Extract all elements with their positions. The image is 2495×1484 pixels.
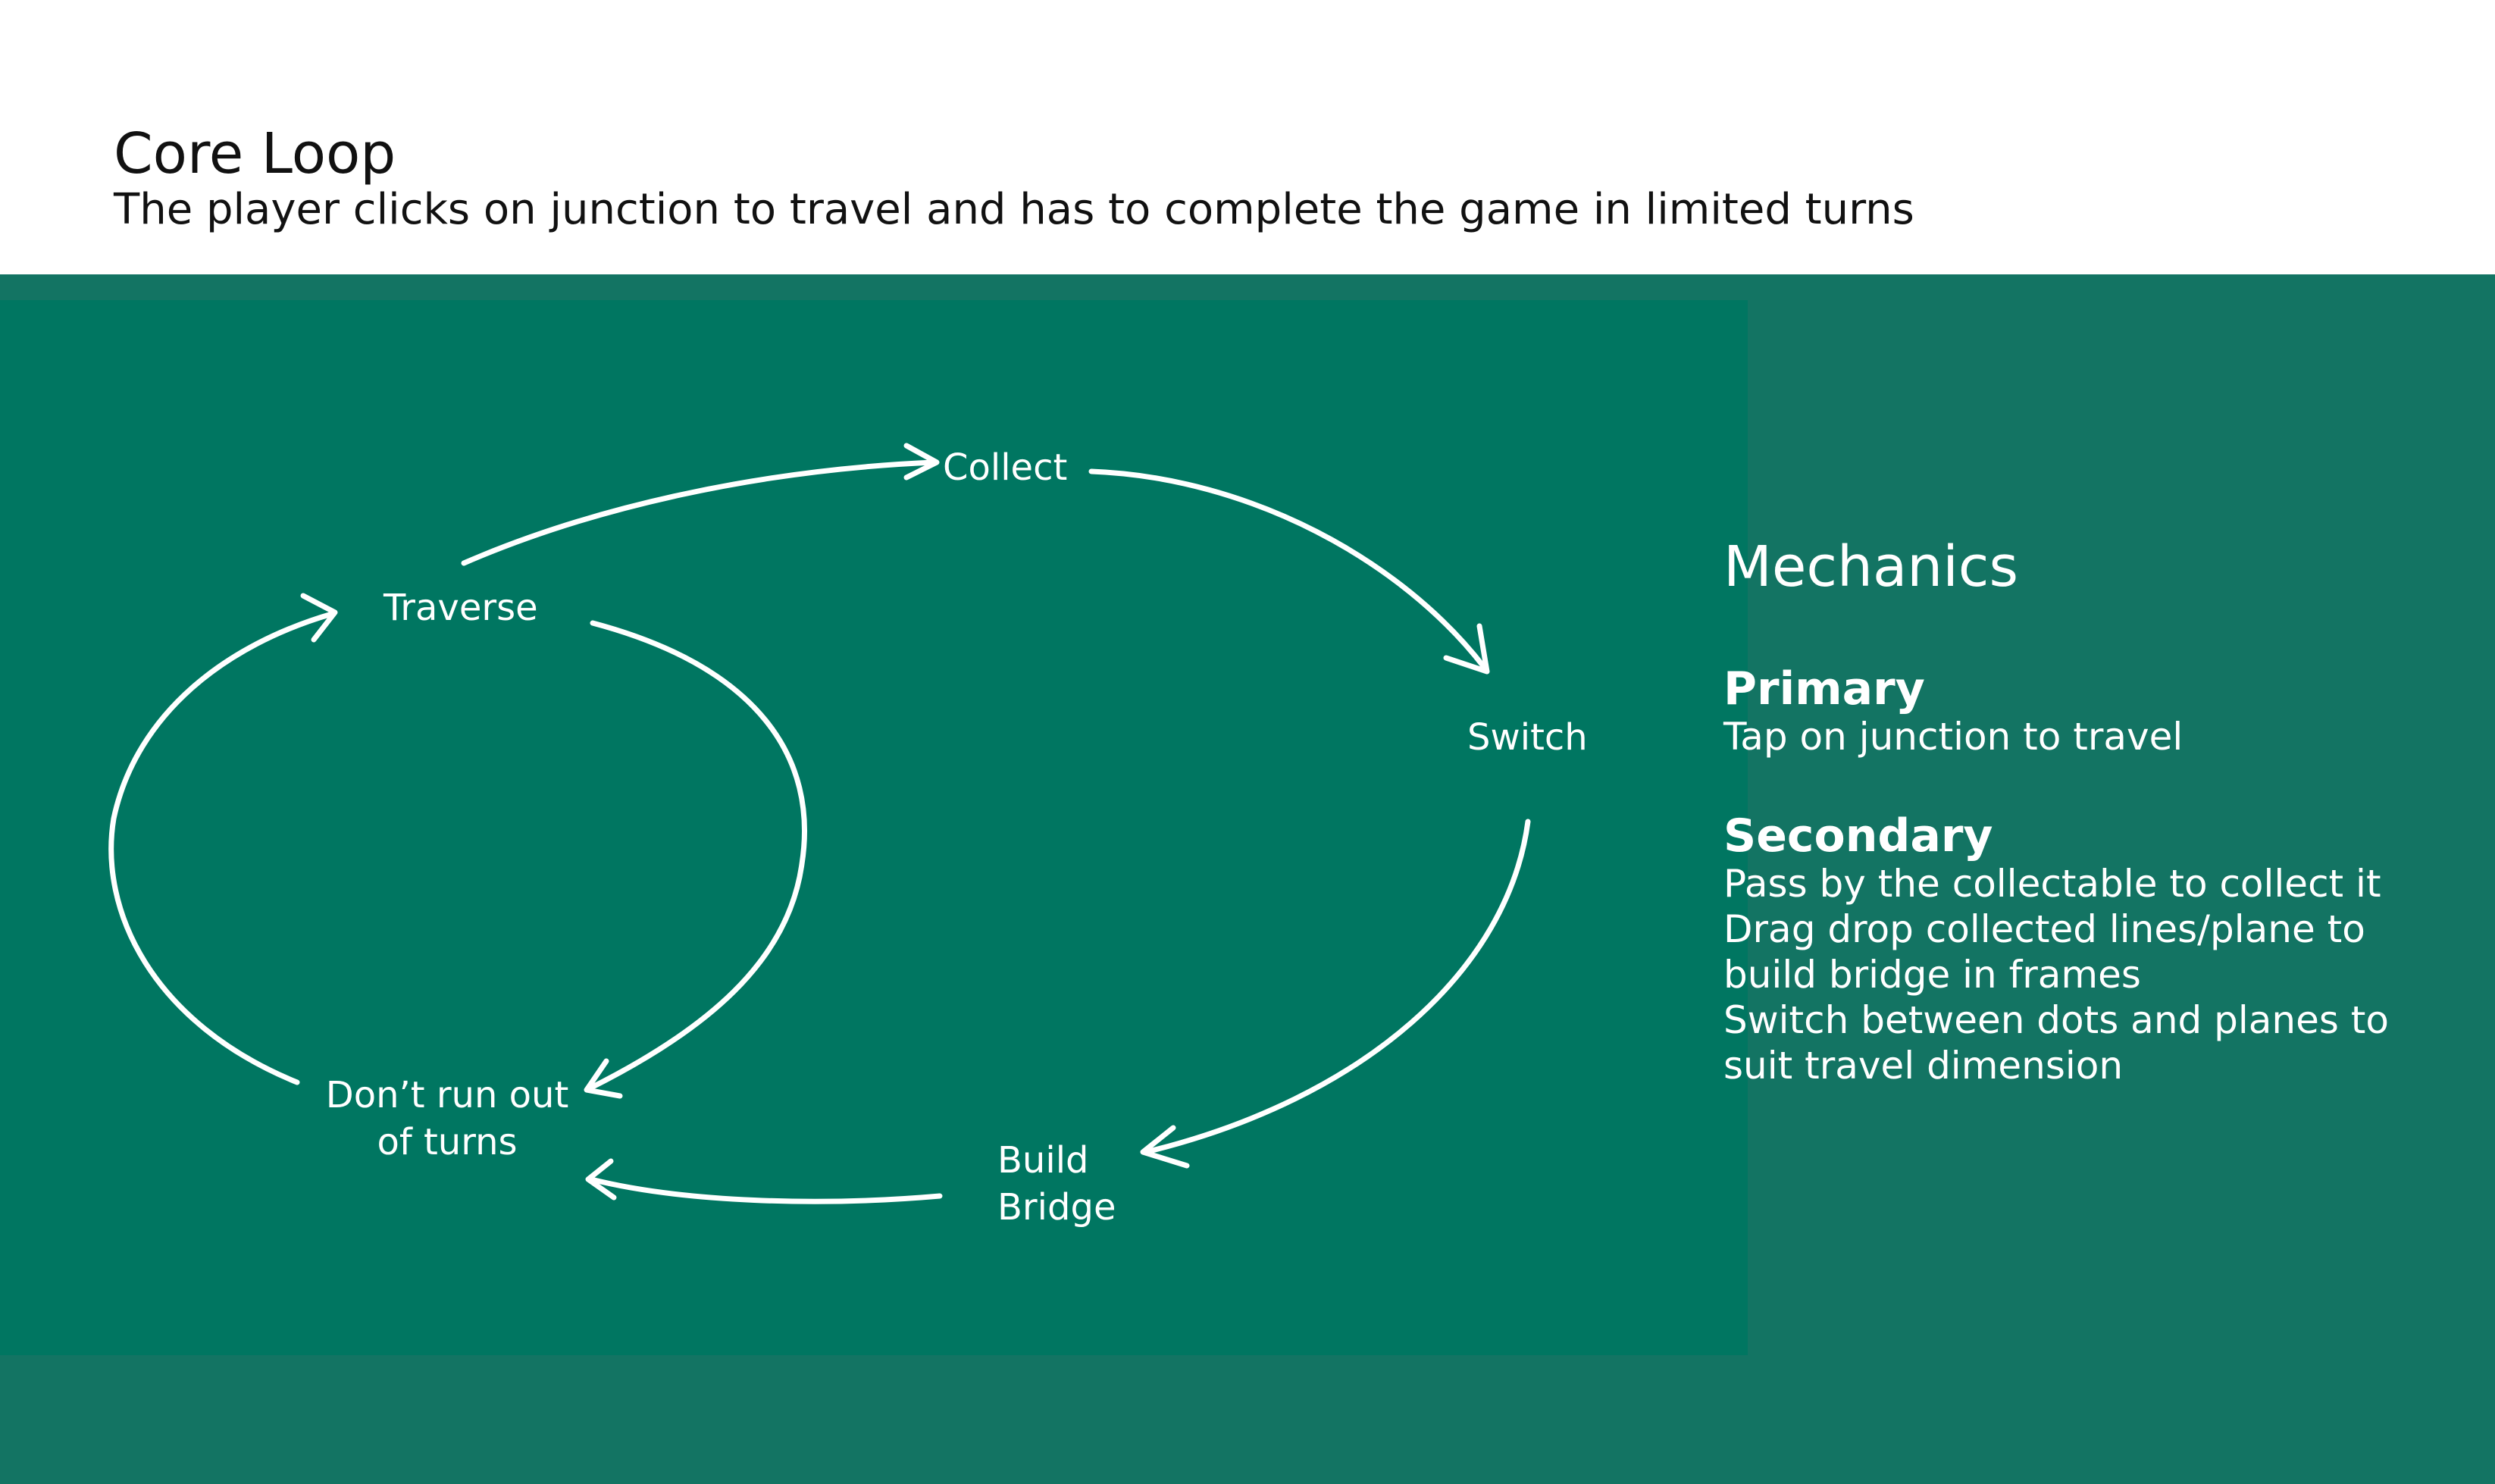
secondary-line: suit travel dimension	[1723, 1044, 2124, 1088]
primary-line: Tap on junction to travel	[1723, 715, 2184, 759]
arrow-collect-to-switch	[1088, 468, 1487, 670]
page-subtitle: The player clicks on junction to travel …	[114, 185, 1914, 234]
node-build-bridge-line1: Build	[997, 1139, 1089, 1182]
node-switch: Switch	[1467, 716, 1588, 759]
node-dont-run-out: Don’t run out of turns	[318, 1072, 576, 1166]
node-collect: Collect	[943, 446, 1068, 489]
diagram-panel	[0, 300, 1748, 1355]
secondary-block: Secondary Pass by the collectable to col…	[1723, 811, 2474, 1088]
arrowhead-dontrunout	[585, 1158, 617, 1201]
primary-heading: Primary	[1723, 662, 1925, 715]
arrowhead-traverse	[300, 593, 338, 643]
arrowhead-collect	[903, 443, 940, 481]
secondary-line: build bridge in frames	[1723, 953, 2141, 997]
arrow-dontrunout-to-traverse	[108, 611, 335, 1085]
arrowhead-build	[1140, 1125, 1190, 1169]
arrow-traverse-to-collect	[461, 459, 937, 566]
node-dont-run-out-line2: of turns	[377, 1121, 518, 1163]
secondary-line: Switch between dots and planes to	[1723, 998, 2390, 1042]
secondary-line: Pass by the collectable to collect it	[1723, 862, 2381, 906]
secondary-line: Drag drop collected lines/plane to	[1723, 907, 2365, 951]
primary-block: Primary Tap on junction to travel	[1723, 664, 2474, 759]
header: Core Loop The player clicks on junction …	[0, 0, 2495, 274]
arrow-build-to-dontrunout	[588, 1176, 943, 1204]
mechanics-title: Mechanics	[1723, 534, 2019, 600]
node-build-bridge: Build Bridge	[997, 1137, 1116, 1231]
secondary-heading: Secondary	[1723, 809, 1993, 863]
arrow-switch-to-build	[1143, 819, 1531, 1155]
arrow-traverse-to-dontrunout	[587, 620, 807, 1091]
page-title: Core Loop	[114, 121, 396, 186]
arrowhead-switch	[1443, 623, 1490, 675]
node-dont-run-out-line1: Don’t run out	[325, 1074, 569, 1116]
mechanics-panel: Mechanics Primary Tap on junction to tra…	[1723, 531, 2474, 1140]
node-traverse: Traverse	[383, 587, 538, 629]
arrowhead-dontrunout-right	[584, 1058, 623, 1099]
node-build-bridge-line2: Bridge	[997, 1186, 1116, 1229]
